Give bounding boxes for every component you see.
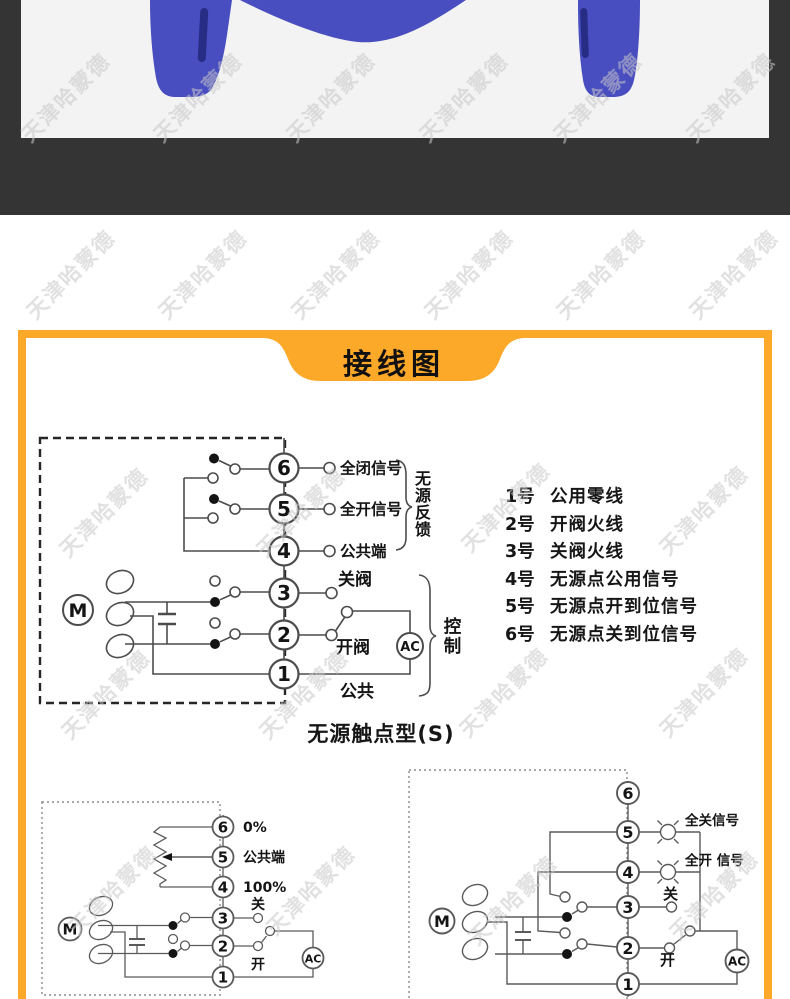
wires <box>408 769 738 999</box>
svg-text:6: 6 <box>622 784 633 803</box>
legend-row: 2号开阀火线 <box>505 514 624 535</box>
watermark-text: 天津哈蒙德 <box>552 225 651 324</box>
diagram-labels: 0% 公共端 100% 关 开 <box>243 820 286 973</box>
terminal-circles: 6 5 4 3 2 1 <box>268 452 300 690</box>
valve-body <box>240 0 466 43</box>
main-wiring-diagram: M AC 6 5 4 3 2 1 全闭信号 全开信号 公共端 关阀 开阀 公共 <box>38 436 437 705</box>
watermark-text: 天津哈蒙德 <box>287 225 386 324</box>
svg-text:3: 3 <box>218 910 228 928</box>
lamp-full-open <box>659 863 677 881</box>
watermark-text: 天津哈蒙德 <box>420 225 519 324</box>
svg-text:M: M <box>434 912 450 931</box>
label-open-valve: 开阀 <box>336 637 370 658</box>
legend-row: 5号无源点开到位信号 <box>505 597 698 617</box>
svg-text:AC: AC <box>728 955 746 969</box>
control-bracket <box>418 574 437 697</box>
label-zero-percent: 0% <box>243 820 267 836</box>
label-open: 开 <box>251 957 265 973</box>
legend-row: 6号无源点关到位信号 <box>505 624 698 645</box>
wiring-diagram-box: 接线图 <box>18 330 772 999</box>
label-common: 公共 <box>340 682 374 702</box>
wires <box>38 436 437 705</box>
svg-text:AC: AC <box>305 953 322 966</box>
svg-text:AC: AC <box>400 640 420 655</box>
potentiometer-symbol <box>152 826 168 887</box>
header-tab <box>264 338 524 382</box>
actuator-enclosure-dashed <box>38 436 287 705</box>
svg-text:6: 6 <box>218 819 228 837</box>
lamp-full-close <box>659 823 677 841</box>
svg-text:2: 2 <box>218 938 228 956</box>
terminal-4: 4 <box>277 539 291 563</box>
diagram-caption: 无源触点型(S) <box>307 722 455 746</box>
motor-symbol: M <box>428 883 489 961</box>
enclosure-dotted <box>41 801 221 996</box>
legend-row: 1号公用零线 <box>505 487 624 507</box>
ac-source-symbol: AC <box>301 946 325 970</box>
label-open: 开 <box>660 951 675 969</box>
label-passive-feedback: 无源反馈 <box>412 470 431 538</box>
label-full-close-signal: 全闭信号 <box>339 459 402 478</box>
arrow-head <box>162 853 172 861</box>
terminal-circles: 6 5 4 3 2 1 <box>616 781 640 996</box>
svg-text:1: 1 <box>622 975 633 994</box>
contacts <box>207 453 354 649</box>
watermark-text: 天津哈蒙德 <box>685 225 784 324</box>
potentiometer-wiring-diagram: M AC 6 5 4 3 2 1 0% 公共端 100% 关 开 <box>41 801 325 996</box>
label-hundred-percent: 100% <box>243 880 286 896</box>
contacts <box>559 891 696 959</box>
motor-symbol: M <box>57 895 114 965</box>
label-control: 控制 <box>441 617 461 656</box>
wires <box>41 801 314 996</box>
svg-text:M: M <box>63 921 78 939</box>
watermark-text: 天津哈蒙德 <box>154 225 253 324</box>
svg-text:4: 4 <box>622 863 633 882</box>
svg-text:4: 4 <box>218 879 228 897</box>
feedback-bracket <box>395 459 413 551</box>
legend-row: 3号关阀火线 <box>505 542 624 562</box>
blue-valve-product <box>150 0 640 97</box>
ac-source-symbol: AC <box>724 948 750 974</box>
svg-text:M: M <box>69 600 88 622</box>
label-common-terminal: 公共端 <box>340 542 387 561</box>
terminal-legend: 1号公用零线 2号开阀火线 3号关阀火线 4号无源点公用信号 5号无源点开到位信… <box>505 484 698 649</box>
section-title: 接线图 <box>342 347 445 381</box>
lamp-wiring-diagram: M AC 6 5 4 3 2 1 全关信号 全开 信号 关 开 <box>408 769 750 999</box>
flange-slot-right <box>580 7 589 58</box>
svg-text:2: 2 <box>622 939 633 958</box>
svg-text:3: 3 <box>622 898 633 917</box>
label-full-close-signal: 全关信号 <box>684 812 739 829</box>
lamp-symbols <box>657 820 679 884</box>
terminal-2: 2 <box>277 623 291 647</box>
label-full-open-signal: 全开信号 <box>339 500 402 519</box>
watermark-text: 天津哈蒙德 <box>22 225 121 324</box>
label-close: 关 <box>663 885 678 903</box>
terminal-6: 6 <box>277 456 291 480</box>
terminal-5: 5 <box>277 497 291 521</box>
label-close-valve: 关阀 <box>338 569 372 590</box>
terminal-circles: 6 5 4 3 2 1 <box>211 815 235 989</box>
diagram-labels: 全闭信号 全开信号 公共端 关阀 开阀 公共 <box>336 459 402 703</box>
terminal-3: 3 <box>277 581 291 605</box>
motor-symbol: M <box>62 569 135 659</box>
label-close: 关 <box>251 896 265 913</box>
enclosure-dotted <box>408 769 628 999</box>
diagram-labels: 全关信号 全开 信号 关 开 <box>660 812 744 969</box>
label-common-terminal: 公共端 <box>243 849 285 866</box>
flange-slot-left <box>197 8 209 62</box>
svg-text:5: 5 <box>218 849 228 867</box>
ac-source-symbol: AC <box>396 632 424 660</box>
terminal-1: 1 <box>277 662 291 686</box>
svg-text:5: 5 <box>622 823 633 842</box>
svg-text:1: 1 <box>218 969 228 987</box>
label-full-open-signal: 全开 信号 <box>684 852 744 869</box>
contacts <box>167 912 276 958</box>
legend-row: 4号无源点公用信号 <box>505 569 680 590</box>
product-photo-section <box>0 0 790 215</box>
